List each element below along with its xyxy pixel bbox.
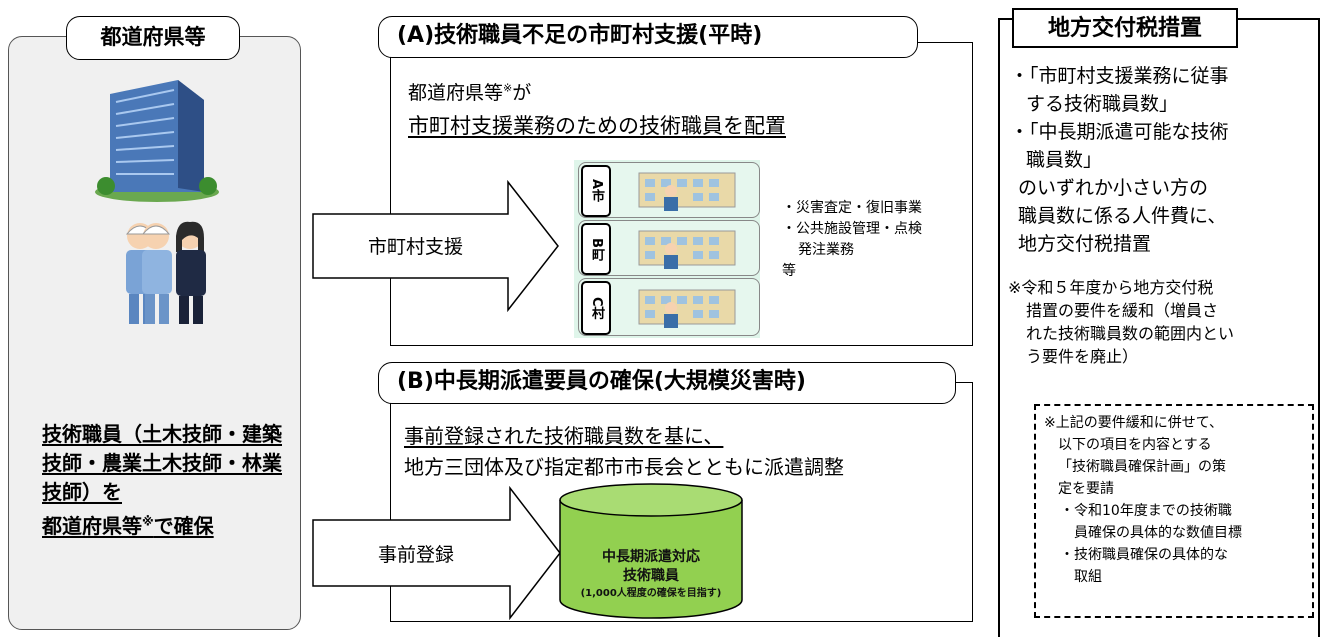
dashed-note-line: 以下の項目を内容とする: [1058, 437, 1212, 453]
section-b-line2: 地方三団体及び指定都市市長会とともに派遣調整: [404, 455, 844, 479]
cylinder-text: 中長期派遣対応 技術職員 (1,000人程度の確保を目指す): [558, 548, 744, 601]
requirements-dashed-box: [1034, 404, 1314, 618]
cylinder-line3: (1,000人程度の確保を目指す): [580, 588, 722, 599]
task-item: ・公共施設管理・点検: [782, 221, 922, 237]
dashed-note-line: ・令和10年度までの技術職: [1060, 503, 1232, 519]
task-item: ・災害査定・復旧事業: [782, 200, 922, 216]
cylinder-line2: 技術職員: [623, 568, 679, 584]
dispatch-staff-cylinder: [558, 482, 744, 622]
dashed-note: ※上記の要件緩和に併せて、 以下の項目を内容とする 「技術職員確保計画」の策 定…: [1044, 412, 1310, 588]
section-a-title: (A)技術職員不足の市町村支援(平時): [378, 16, 918, 58]
task-item: 等: [782, 263, 796, 279]
municipality-card-b: B町: [578, 220, 760, 276]
dashed-note-line: 員確保の具体的な数値目標: [1074, 525, 1242, 541]
dashed-note-line: 「技術職員確保計画」の策: [1058, 459, 1226, 475]
right-panel-note: ※令和５年度から地方交付税 措置の要件を緩和（増員さ れた技術職員数の範囲内とい…: [1008, 276, 1314, 368]
municipality-label-b: B町: [581, 223, 611, 275]
dashed-note-line: 定を要請: [1058, 481, 1114, 497]
support-tasks-list: ・災害査定・復旧事業 ・公共施設管理・点検 発注業務 等: [782, 198, 922, 282]
task-item: 発注業務: [798, 242, 854, 258]
tax-item: ・「市町村支援業務に従事: [1010, 65, 1229, 87]
left-panel-text-tail: 都道府県等※で確保: [42, 513, 214, 538]
dashed-note-line: 取組: [1074, 569, 1102, 585]
section-a-line1: 都道府県等※が: [408, 81, 532, 104]
cylinder-line1: 中長期派遣対応: [602, 549, 700, 565]
support-arrow-label: 市町村支援: [368, 236, 464, 258]
registration-arrow: [312, 485, 562, 621]
municipality-label-c: C村: [581, 281, 611, 335]
left-panel-main-text: 技術職員（土木技師・建築技師・農業土木技師・林業技師）を: [42, 422, 282, 504]
municipality-label-a: A市: [581, 165, 611, 217]
note-line: 措置の要件を緩和（増員さ: [1026, 301, 1219, 320]
right-panel-right-border: [1318, 18, 1320, 637]
section-a-line2: 市町村支援業務のための技術職員を配置: [408, 114, 786, 138]
village-hall-icon: [637, 286, 737, 332]
right-panel-title: 地方交付税措置: [1012, 8, 1238, 48]
support-arrow: [312, 179, 560, 313]
town-hall-icon: [637, 227, 737, 273]
section-b-title: (B)中長期派遣要員の確保(大規模災害時): [378, 362, 956, 404]
engineers-icon: [118, 218, 214, 330]
tax-item: ・「中長期派遣可能な技術: [1010, 121, 1229, 143]
office-building-icon: [88, 74, 226, 204]
left-panel-title: 都道府県等: [66, 16, 240, 60]
city-hall-icon: [637, 169, 737, 215]
tax-item: 地方交付税措置: [1018, 233, 1152, 255]
tax-item: 職員数」: [1026, 149, 1103, 171]
dashed-note-line: ・技術職員確保の具体的な: [1060, 547, 1228, 563]
dashed-note-line: ※上記の要件緩和に併せて、: [1044, 415, 1224, 431]
municipality-card-a: A市: [578, 162, 760, 218]
right-panel-left-border: [998, 18, 1000, 637]
note-line: れた技術職員数の範囲内とい: [1026, 324, 1235, 343]
tax-item: する技術職員数」: [1026, 93, 1179, 115]
left-panel-text: 技術職員（土木技師・建築技師・農業土木技師・林業技師）を 都道府県等※で確保: [42, 420, 292, 541]
note-line: ※令和５年度から地方交付税: [1008, 278, 1214, 297]
tax-item: 職員数に係る人件費に、: [1018, 205, 1227, 227]
registration-arrow-label: 事前登録: [378, 544, 455, 566]
right-panel-items: ・「市町村支援業務に従事 する技術職員数」 ・「中長期派遣可能な技術 職員数」 …: [1010, 62, 1310, 258]
note-line: う要件を廃止）: [1026, 347, 1139, 366]
municipality-card-c: C村: [578, 278, 760, 336]
section-b-line1: 事前登録された技術職員数を基に、: [404, 424, 724, 448]
tax-item: のいずれか小さい方の: [1018, 177, 1209, 199]
